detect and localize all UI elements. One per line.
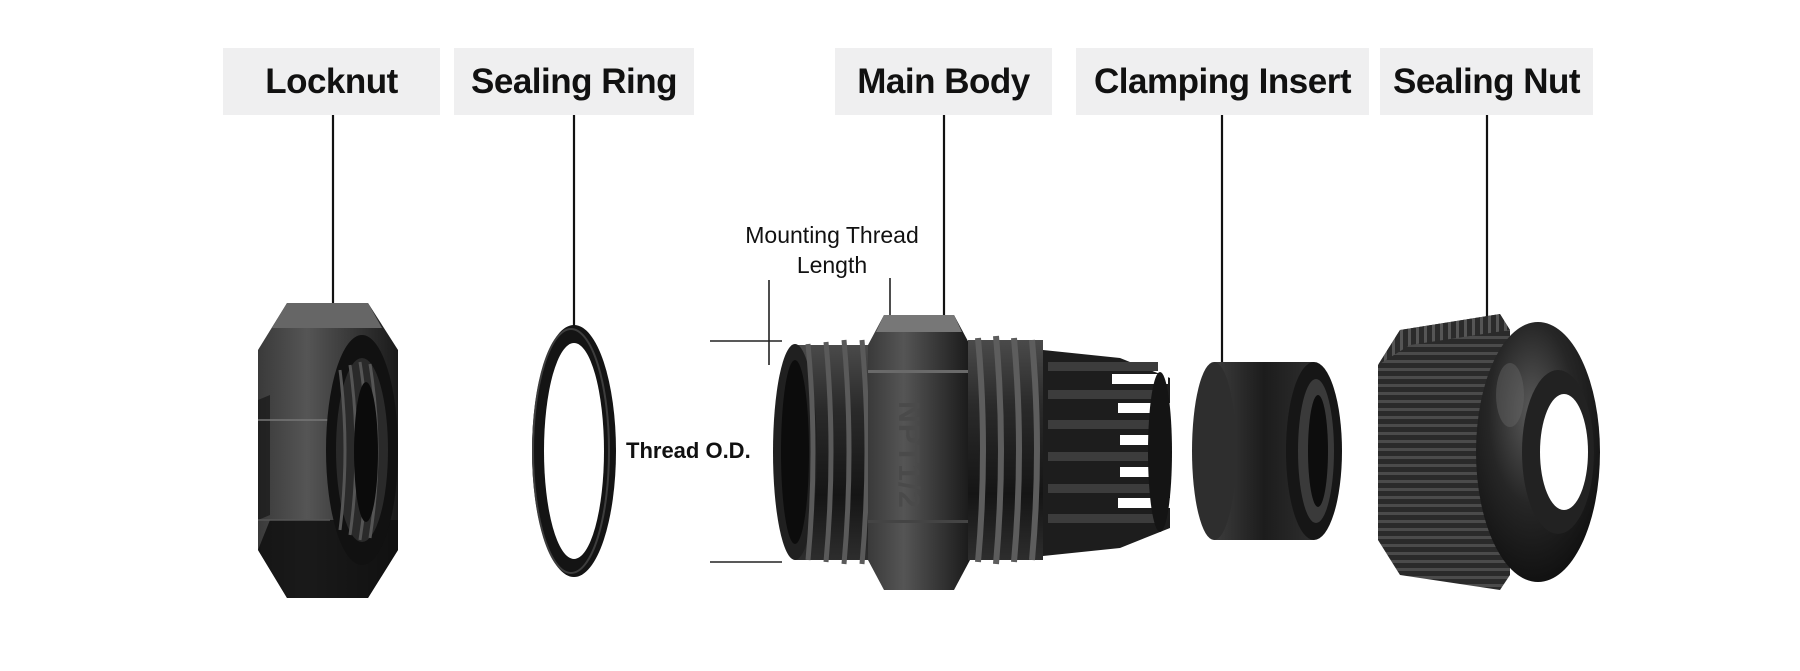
clamping-insert-part	[1192, 362, 1342, 540]
body-marking: NPT1/2	[892, 401, 925, 509]
callout-main-body: Main Body	[835, 48, 1052, 115]
callout-sealing-nut: Sealing Nut	[1380, 48, 1593, 115]
mounting-thread-length-line1: Mounting Thread	[745, 222, 919, 248]
callout-sealing-nut-label: Sealing Nut	[1392, 61, 1581, 101]
mounting-thread-length-line2: Length	[796, 252, 868, 278]
callout-locknut: Locknut	[223, 48, 440, 115]
callout-locknut-label: Locknut	[265, 61, 398, 101]
callout-clamping-insert: Clamping Insert	[1076, 48, 1369, 115]
leader-lines	[331, 115, 1489, 383]
sealing-ring-part	[532, 325, 616, 577]
thread-od-label: Thread O.D.	[626, 438, 751, 463]
sealing-nut-part	[1378, 314, 1600, 590]
callout-sealing-ring-label: Sealing Ring	[471, 61, 677, 101]
main-body-part	[773, 315, 1172, 590]
callout-sealing-ring: Sealing Ring	[454, 48, 694, 115]
locknut-part	[258, 303, 398, 598]
callout-main-body-label: Main Body	[857, 61, 1030, 101]
callout-clamping-insert-label: Clamping Insert	[1094, 61, 1351, 101]
mounting-thread-length-label: Mounting Thread Length	[732, 220, 932, 280]
